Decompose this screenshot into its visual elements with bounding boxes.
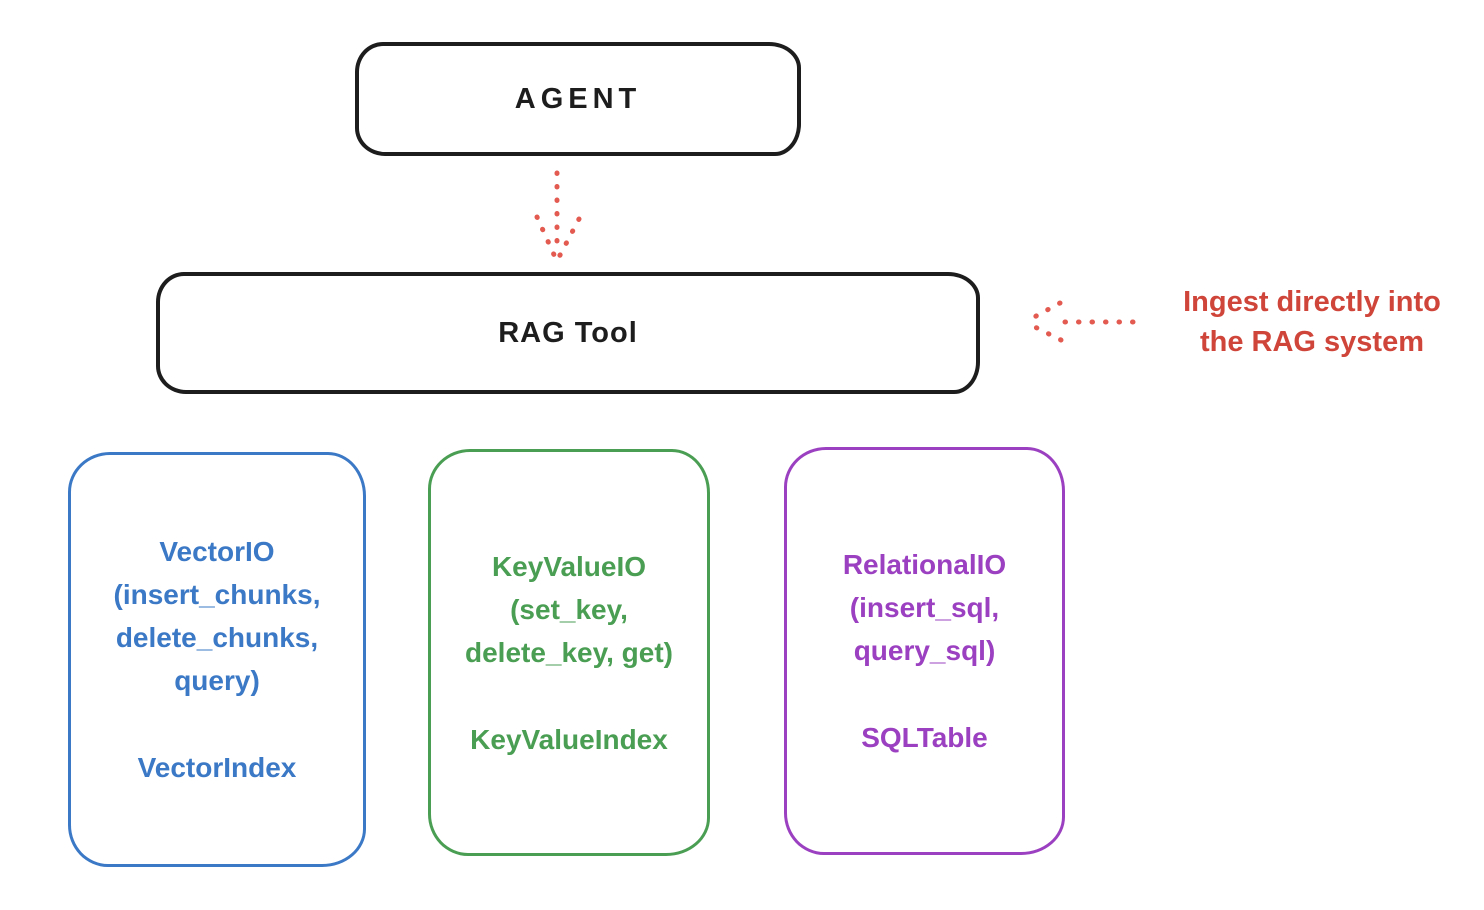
agent-label: AGENT <box>514 82 642 115</box>
text-line: RelationalIO <box>842 549 1007 580</box>
ingest-annotation: Ingest directly into the RAG system <box>1140 282 1484 362</box>
text-line: (insert_chunks, <box>113 579 321 610</box>
key-value-io-signature: KeyValueIO (set_key, delete_key, get) <box>465 545 673 674</box>
text-line: query) <box>174 665 260 696</box>
agent-node: AGENT <box>355 42 801 156</box>
sql-table-label: SQLTable <box>861 722 988 753</box>
text-line: delete_key, get) <box>464 636 674 668</box>
text-line: delete_chunks, <box>115 622 319 653</box>
text-line: KeyValueIO <box>491 550 647 582</box>
rag-tool-node: RAG Tool <box>156 272 980 394</box>
text-line: query_sql) <box>853 635 996 666</box>
relational-io-node: RelationalIO (insert_sql, query_sql) SQL… <box>784 447 1065 855</box>
key-value-index-label: KeyValueIndex <box>470 723 668 755</box>
text-line: (insert_sql, <box>849 592 1000 623</box>
annotation-line: the RAG system <box>1199 326 1424 358</box>
arrow-agent-to-rag-tool <box>534 170 582 260</box>
text-line: (set_key, <box>510 593 628 625</box>
relational-io-signature: RelationalIO (insert_sql, query_sql) <box>843 543 1006 672</box>
annotation-line: Ingest directly into <box>1183 286 1441 318</box>
vector-io-signature: VectorIO (insert_chunks, delete_chunks, … <box>114 530 321 702</box>
vector-io-node: VectorIO (insert_chunks, delete_chunks, … <box>68 452 366 867</box>
vector-index-label: VectorIndex <box>137 752 297 783</box>
arrow-ingest-into-rag-tool <box>1024 300 1136 343</box>
key-value-io-node: KeyValueIO (set_key, delete_key, get) Ke… <box>428 449 710 856</box>
rag-tool-label: RAG Tool <box>498 316 638 349</box>
text-line: VectorIO <box>159 536 275 567</box>
